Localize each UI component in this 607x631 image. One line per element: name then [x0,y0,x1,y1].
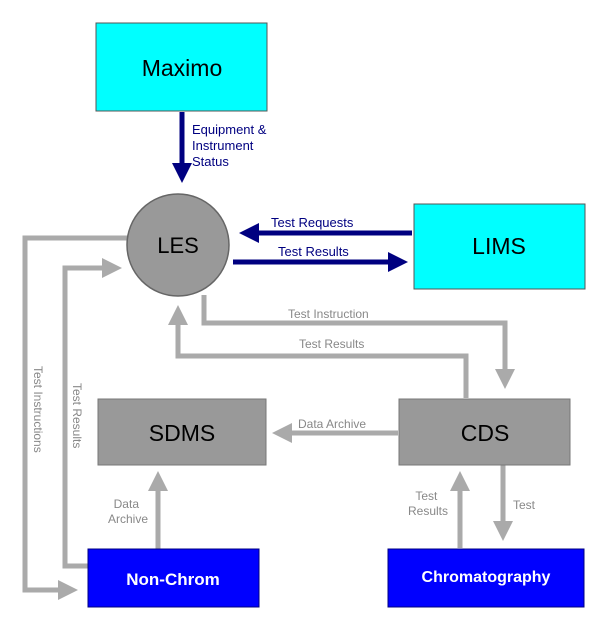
label-cds-to-chrom: Test [513,498,536,512]
maximo-node: Maximo [95,22,268,112]
label-chrom-to-cds: Test Results [408,489,448,518]
cds-box [398,398,571,466]
maximo-label: Maximo [142,55,223,81]
non-chrom-label: Non-Chrom [126,570,219,589]
chromatography-box [387,548,585,608]
label-nonchrom-to-sdms: Data Archive [108,497,148,526]
cds-node: CDS [398,398,571,466]
lims-box [413,203,586,290]
arrow-les-to-nonchrom [22,235,128,600]
sdms-label: SDMS [149,420,215,446]
les-node: LES [126,193,230,297]
sdms-box [97,398,267,466]
lims-label: LIMS [472,233,526,259]
maximo-box [95,22,268,112]
label-maximo-to-les: Equipment & Instrument Status [192,122,270,169]
label-maximo-to-les-line2: Instrument [192,138,254,153]
non-chrom-box [87,548,260,608]
chromatography-label: Chromatography [422,569,551,586]
cds-label: CDS [461,420,510,446]
label-maximo-to-les-line3: Status [192,154,229,169]
label-cds-to-sdms: Data Archive [298,417,366,431]
label-les-to-nonchrom: Test Instructions [31,366,45,453]
les-label: LES [157,233,199,258]
label-cds-to-les: Test Results [299,337,364,351]
arrow-cds-to-les [168,305,469,398]
label-chrom-to-cds-line1: Test [415,489,438,503]
label-maximo-to-les-line1: Equipment & [192,122,267,137]
label-nonchrom-to-les: Test Results [70,383,84,448]
label-lims-to-les: Test Requests [271,215,354,230]
arrow-nonchrom-to-les [62,258,122,569]
arrow-les-to-cds [201,295,515,389]
label-nonchrom-to-sdms-line1: Data [114,497,140,511]
chromatography-node: Chromatography [387,548,585,608]
label-les-to-cds: Test Instruction [288,307,369,321]
sdms-node: SDMS [97,398,267,466]
label-les-to-lims: Test Results [278,244,349,259]
label-nonchrom-to-sdms-line2: Archive [108,512,148,526]
non-chrom-node: Non-Chrom [87,548,260,608]
label-chrom-to-cds-line2: Results [408,504,448,518]
les-circle [126,193,230,297]
lims-node: LIMS [413,203,586,290]
